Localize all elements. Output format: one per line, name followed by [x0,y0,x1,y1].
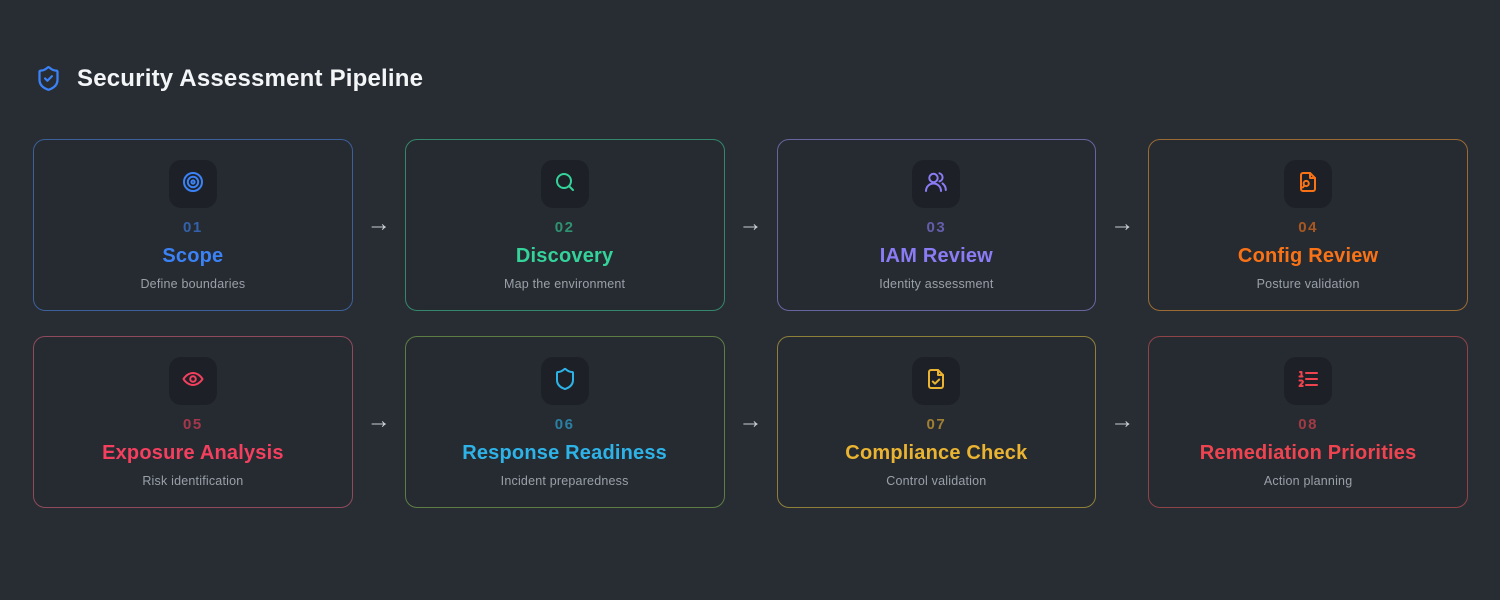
step-subtitle: Identity assessment [879,277,994,291]
step-number: 07 [926,416,947,433]
step-number: 02 [554,219,575,236]
pipeline-grid: 01 Scope Define boundaries → 02 Discover… [33,139,1468,508]
step-title: Remediation Priorities [1199,442,1417,464]
step-icon-box [540,160,589,208]
eye-icon [181,367,205,396]
step-title: IAM Review [879,245,993,267]
arrow-right-icon: → [1110,407,1135,434]
pipeline-step-card: 03 IAM Review Identity assessment [776,139,1097,311]
arrow-right-icon: → [1110,210,1135,237]
step-icon-box [912,357,961,405]
arrow-right-icon: → [366,210,391,237]
step-number: 05 [183,416,203,433]
step-title: Exposure Analysis [102,442,284,464]
search-icon [553,170,577,199]
step-icon-box [1284,357,1333,405]
step-number: 04 [1298,219,1318,236]
shield-icon [553,367,577,396]
users-icon [924,170,948,199]
step-number: 06 [554,416,575,433]
file-search-icon [1296,170,1320,199]
pipeline-step-card: 02 Discovery Map the environment [404,139,725,311]
step-subtitle: Control validation [886,474,987,488]
step-number: 01 [183,219,203,236]
step-title: Scope [162,245,224,267]
step-subtitle: Incident preparedness [500,474,629,488]
arrow-right-icon: → [366,407,391,434]
step-subtitle: Action planning [1263,474,1353,488]
pipeline-step-card: 05 Exposure Analysis Risk identification [33,336,353,508]
pipeline-step-card: 01 Scope Define boundaries [33,139,353,311]
target-icon [181,170,205,199]
step-icon-box [540,357,589,405]
step-subtitle: Posture validation [1256,277,1360,291]
file-check-icon [924,367,948,396]
arrow-right-icon: → [738,210,763,237]
step-icon-box [1284,160,1333,208]
pipeline-step-card: 07 Compliance Check Control validation [776,336,1097,508]
step-icon-box [168,357,217,405]
arrow-right-icon: → [738,407,763,434]
step-icon-box [912,160,961,208]
shield-check-icon [35,63,62,94]
step-subtitle: Map the environment [504,277,626,291]
step-subtitle: Risk identification [142,474,244,488]
step-number: 03 [926,219,947,236]
list-ordered-icon [1296,367,1320,396]
pipeline-step-card: 06 Response Readiness Incident preparedn… [404,336,725,508]
page-title: Security Assessment Pipeline [77,64,424,92]
step-number: 08 [1298,416,1318,433]
step-subtitle: Define boundaries [140,277,246,291]
pipeline-step-card: 04 Config Review Posture validation [1148,139,1468,311]
step-title: Config Review [1237,245,1379,267]
pipeline-step-card: 08 Remediation Priorities Action plannin… [1148,336,1468,508]
page-header: Security Assessment Pipeline [35,63,423,94]
step-title: Discovery [515,245,614,267]
step-title: Response Readiness [462,442,668,464]
step-icon-box [168,160,217,208]
step-title: Compliance Check [845,442,1028,464]
